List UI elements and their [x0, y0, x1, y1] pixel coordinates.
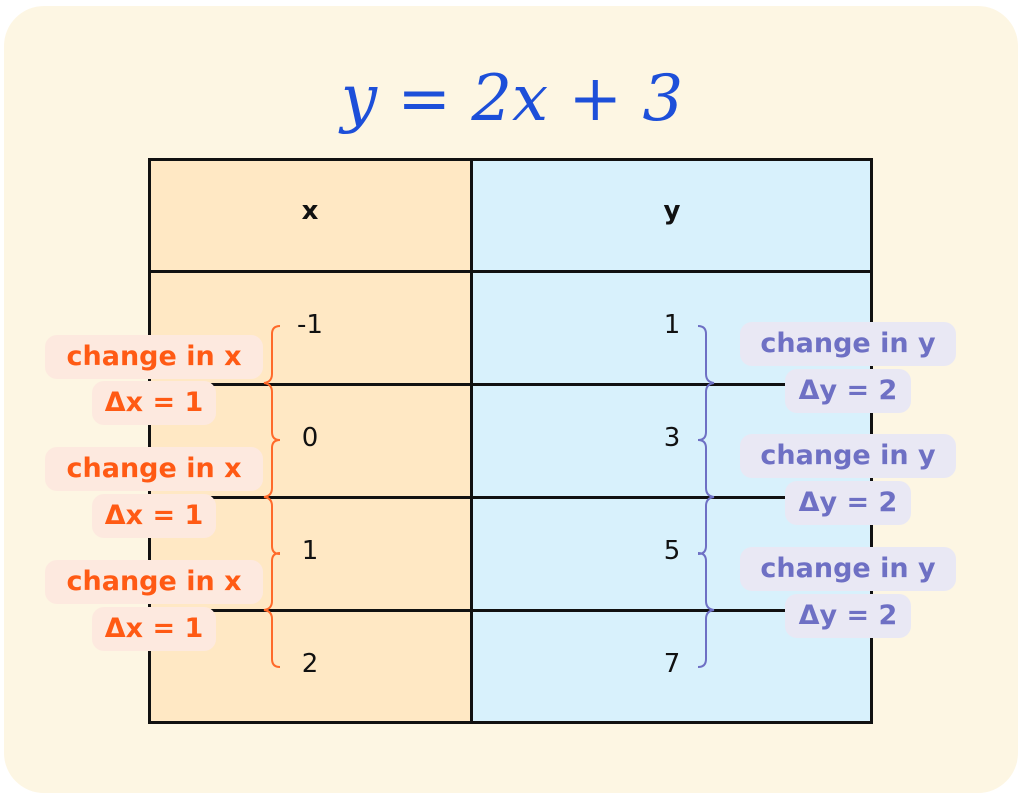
y-value: 1: [663, 310, 681, 340]
change-y-label: change in y: [740, 434, 956, 478]
delta-y-label: Δy = 2: [785, 594, 911, 638]
delta-y-label: Δy = 2: [785, 481, 911, 525]
right-brace-icon: [697, 552, 715, 668]
change-x-label: change in x: [45, 335, 263, 379]
delta-x-label: Δx = 1: [92, 381, 216, 425]
right-brace-icon: [697, 439, 715, 555]
x-value: 1: [301, 536, 319, 566]
change-x-label: change in x: [45, 447, 263, 491]
change-y-label: change in y: [740, 322, 956, 366]
row-divider: [148, 609, 873, 612]
header-divider: [148, 270, 873, 273]
header-y: y: [663, 196, 681, 226]
row-divider: [148, 383, 873, 386]
left-brace-icon: [263, 325, 281, 441]
delta-y-label: Δy = 2: [785, 369, 911, 413]
y-value: 7: [663, 649, 681, 679]
delta-x-label: Δx = 1: [92, 607, 216, 651]
left-brace-icon: [263, 439, 281, 555]
header-x: x: [301, 196, 319, 226]
equation-title: y = 2x + 3: [340, 62, 684, 136]
x-value: -1: [297, 310, 323, 340]
change-y-label: change in y: [740, 547, 956, 591]
right-brace-icon: [697, 325, 715, 441]
y-value: 3: [663, 423, 681, 453]
y-value: 5: [663, 536, 681, 566]
x-value: 2: [301, 649, 319, 679]
left-brace-icon: [263, 552, 281, 668]
x-value: 0: [301, 423, 319, 453]
row-divider: [148, 496, 873, 499]
delta-x-label: Δx = 1: [92, 494, 216, 538]
change-x-label: change in x: [45, 560, 263, 604]
